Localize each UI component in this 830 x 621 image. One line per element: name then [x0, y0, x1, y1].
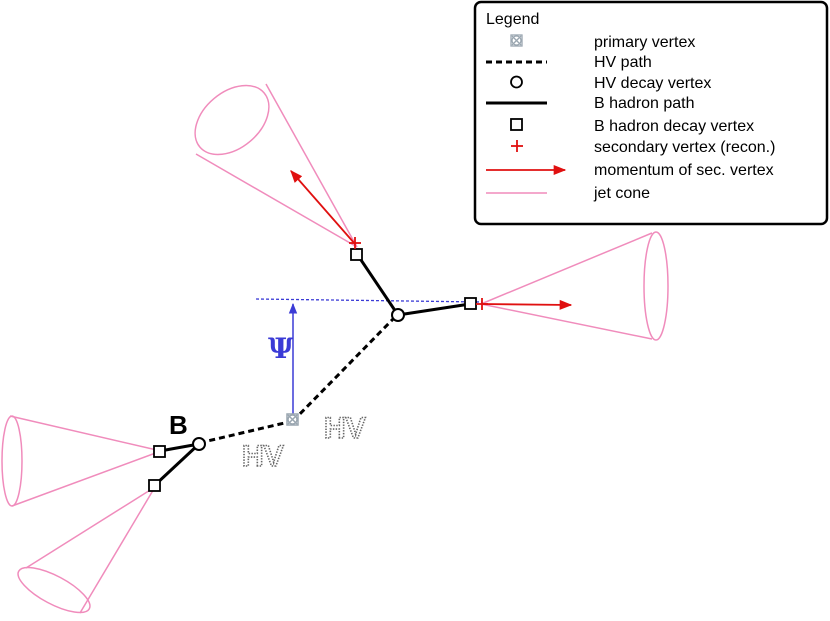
- b-decay-vertex-right: [464, 297, 477, 310]
- jet-cone-left: [1, 415, 162, 507]
- b-decay-vertex-bottom: [148, 479, 161, 492]
- hv-path-left: [198, 419, 294, 445]
- legend-label-hv-decay-vertex: HV decay vertex: [594, 75, 711, 92]
- hv-path-right: [291, 313, 399, 423]
- angle-psi-label: Ψ: [268, 332, 294, 365]
- b-hadron-label: B: [169, 410, 188, 440]
- hv-label-right: HV: [324, 412, 366, 445]
- legend: Legend primary vertex HV path HV decay v…: [473, 0, 829, 226]
- primary-vertex-icon: [510, 34, 523, 47]
- red-plus-icon: [511, 140, 523, 152]
- momentum-arrow-top: [290, 170, 356, 245]
- jet-cone-bottom-left: [17, 486, 156, 614]
- legend-title: Legend: [486, 11, 539, 28]
- jet-cone-top: [194, 83, 358, 248]
- jet-cone-right: [480, 231, 669, 341]
- legend-label-primary-vertex: primary vertex: [594, 34, 695, 51]
- b-decay-vertex-top: [350, 248, 363, 261]
- legend-label-secondary-vertex: secondary vertex (recon.): [594, 139, 775, 156]
- secondary-vertex-right: [476, 298, 488, 310]
- b-decay-vertex-left: [153, 445, 166, 458]
- reference-dotted-line: [255, 298, 483, 303]
- legend-label-jet-cone: jet cone: [593, 185, 650, 202]
- square-icon: [510, 118, 523, 131]
- b-hadron-paths: [153, 253, 471, 487]
- momentum-arrow-right: [481, 299, 573, 310]
- hv-label-left: HV: [242, 440, 284, 473]
- legend-label-momentum: momentum of sec. vertex: [594, 162, 774, 179]
- circle-icon: [510, 75, 523, 89]
- primary-vertex-icon: [286, 413, 299, 426]
- hv-decay-vertex-right: [391, 308, 405, 322]
- secondary-vertex-top: [349, 237, 361, 249]
- legend-label-b-decay-vertex: B hadron decay vertex: [594, 118, 754, 135]
- hv-decay-vertex-left: [192, 437, 206, 451]
- legend-label-hv-path: HV path: [594, 54, 652, 71]
- legend-label-b-hadron-path: B hadron path: [594, 95, 695, 112]
